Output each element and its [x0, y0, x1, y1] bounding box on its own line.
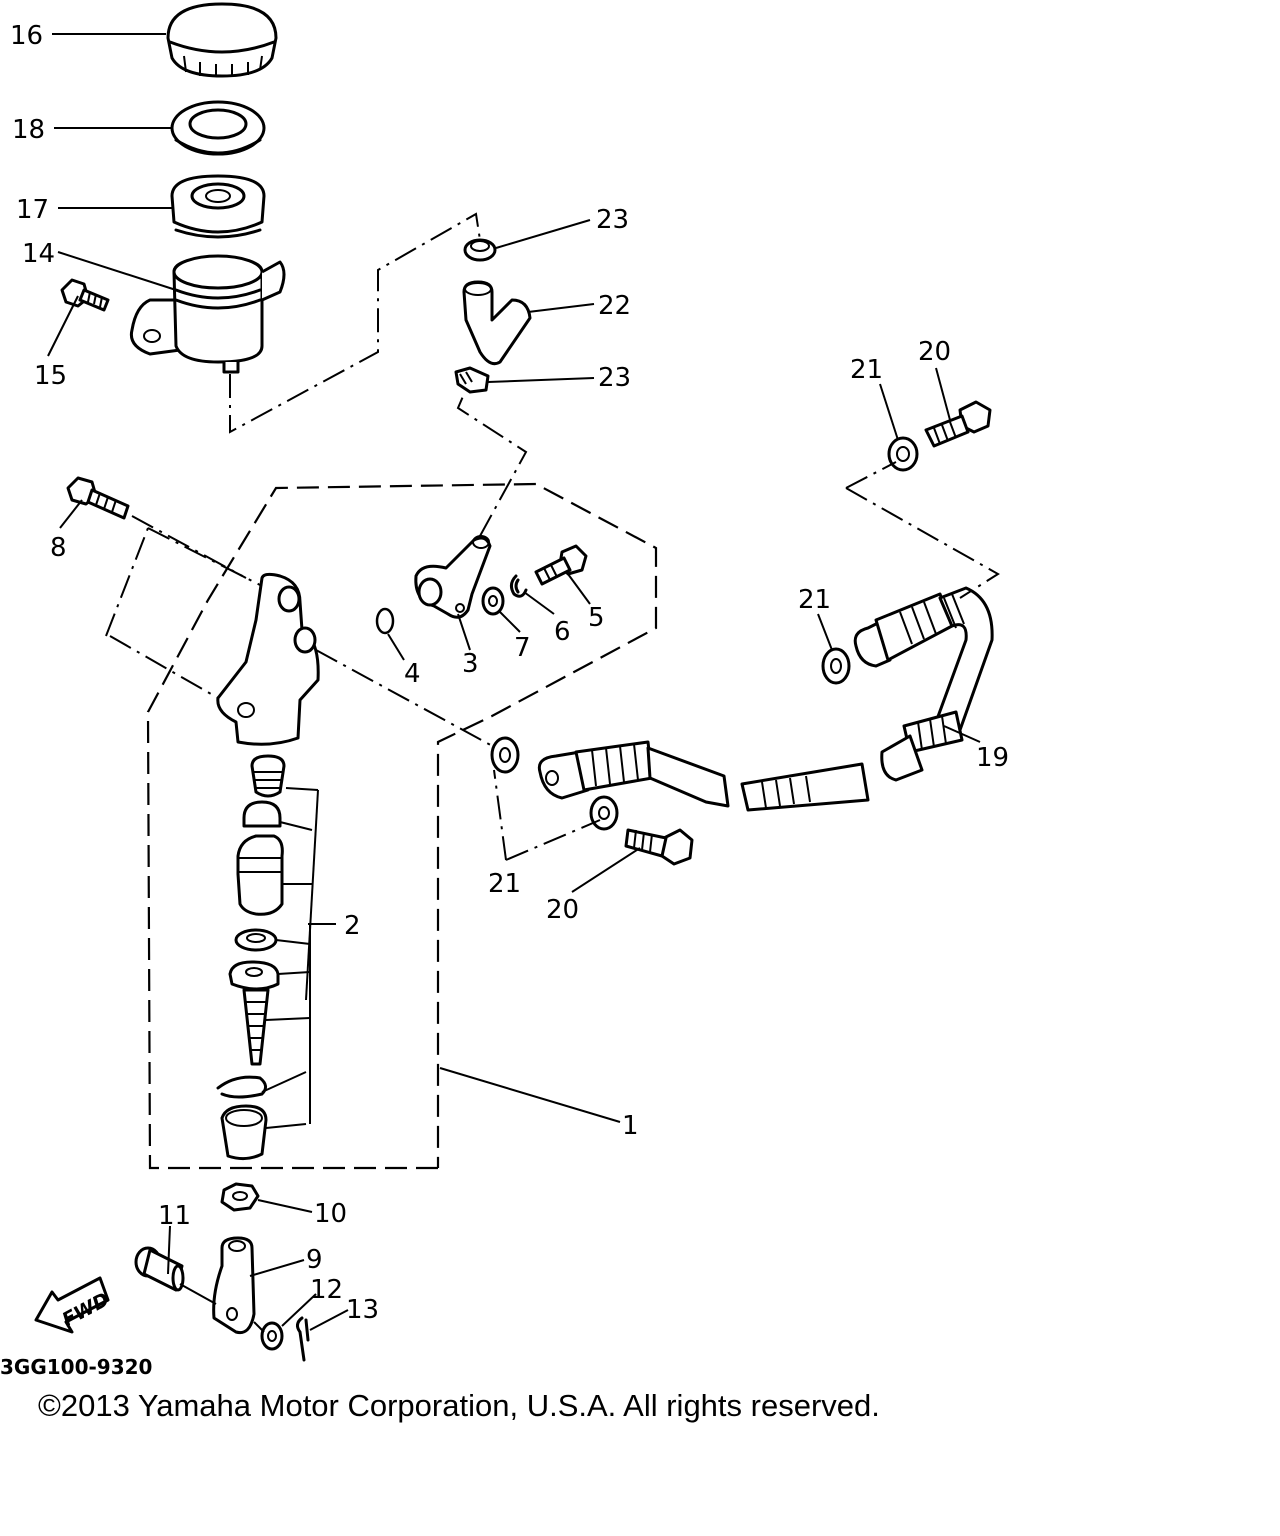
- assembly-1-boundary: [146, 482, 658, 1170]
- part-21-copper-washer-middle[interactable]: [821, 647, 851, 685]
- part-22-reservoir-hose[interactable]: [462, 280, 532, 366]
- part-13-cotter-pin[interactable]: [295, 1316, 310, 1362]
- part-2-piston-kit[interactable]: [216, 754, 286, 1161]
- callout-21-lower: 21: [488, 869, 521, 899]
- part-5-screw[interactable]: [534, 544, 588, 586]
- part-14-reservoir-tank[interactable]: [129, 254, 286, 374]
- callout-9: 9: [306, 1245, 323, 1275]
- callout-8: 8: [50, 533, 67, 563]
- part-12-washer[interactable]: [260, 1321, 284, 1351]
- callout-11: 11: [158, 1201, 191, 1231]
- part-8-bolt[interactable]: [66, 476, 130, 520]
- callout-23-upper: 23: [596, 205, 629, 235]
- leader-lines: [47, 33, 981, 1333]
- callout-labels: 16 18 17 14 15 23 22 23 21 20 8 4 3 7 6 …: [0, 21, 1009, 1379]
- callout-18: 18: [12, 115, 45, 145]
- part-21-copper-washer-lower-b[interactable]: [589, 795, 619, 831]
- copyright-notice: ©2013 Yamaha Motor Corporation, U.S.A. A…: [38, 1388, 880, 1423]
- callout-12: 12: [310, 1275, 343, 1305]
- connection-lines: [105, 212, 1000, 861]
- callout-6: 6: [554, 617, 571, 647]
- diagram-code: 3GG100-9320: [0, 1355, 152, 1379]
- part-16-cap[interactable]: [166, 2, 278, 78]
- callout-4: 4: [404, 659, 421, 689]
- callout-10: 10: [314, 1199, 347, 1229]
- part-10-nut[interactable]: [220, 1182, 260, 1212]
- callout-14: 14: [22, 239, 55, 269]
- callout-5: 5: [588, 603, 605, 633]
- part-18-diaphragm-holder[interactable]: [170, 100, 266, 156]
- callout-16: 16: [10, 21, 43, 51]
- part-1-master-cylinder-body[interactable]: [216, 572, 320, 746]
- callout-19: 19: [976, 743, 1009, 773]
- part-6-circlip[interactable]: [509, 574, 528, 598]
- callout-20-lower: 20: [546, 895, 579, 925]
- part-11-pin[interactable]: [134, 1246, 185, 1292]
- fwd-arrow-icon: [34, 1276, 110, 1334]
- callout-22: 22: [598, 291, 631, 321]
- part-20-union-bolt-lower[interactable]: [624, 828, 694, 866]
- callout-3: 3: [462, 649, 479, 679]
- callout-17: 17: [16, 195, 49, 225]
- part-23-hose-clip-upper[interactable]: [463, 238, 497, 262]
- callout-1: 1: [622, 1111, 639, 1141]
- callout-23-lower: 23: [598, 363, 631, 393]
- part-3-hose-joint[interactable]: [414, 535, 492, 619]
- part-7-washer[interactable]: [481, 586, 505, 616]
- part-17-diaphragm[interactable]: [170, 174, 266, 239]
- callout-13: 13: [346, 1295, 379, 1325]
- callout-20-upper: 20: [918, 337, 951, 367]
- part-21-copper-washer-upper[interactable]: [887, 436, 919, 472]
- part-23-hose-clip-lower[interactable]: [454, 366, 490, 394]
- callout-2: 2: [344, 911, 361, 941]
- callout-21-upper: 21: [850, 355, 883, 385]
- part-19-brake-hose[interactable]: [537, 586, 994, 812]
- part-20-union-bolt-upper[interactable]: [924, 400, 992, 448]
- callout-21-middle: 21: [798, 585, 831, 615]
- part-15-screw[interactable]: [60, 278, 110, 312]
- part-9-clevis[interactable]: [212, 1236, 256, 1335]
- part-21-copper-washer-lower-a[interactable]: [490, 736, 520, 774]
- part-4-o-ring[interactable]: [375, 607, 395, 635]
- callout-7: 7: [514, 633, 531, 663]
- callout-15: 15: [34, 361, 67, 391]
